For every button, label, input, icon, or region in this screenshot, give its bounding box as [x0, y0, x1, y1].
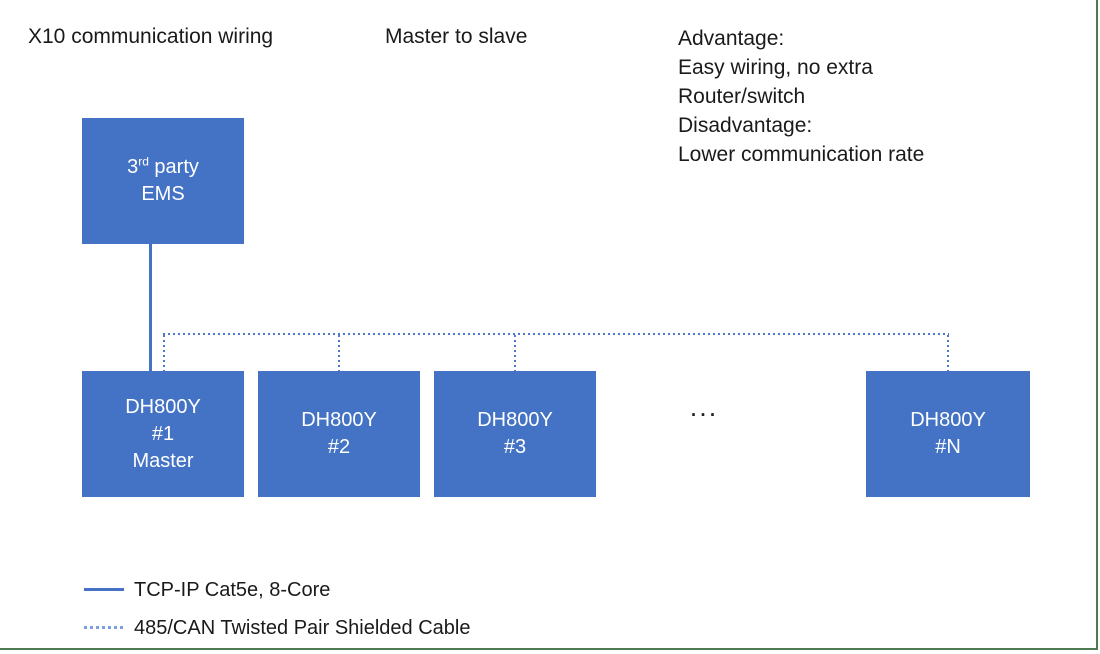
note-line-advantage-heading: Advantage:: [678, 27, 785, 50]
device-1-model: DH800Y: [125, 395, 201, 418]
note-line-advantage-text-1: Easy wiring, no extra: [678, 56, 873, 79]
frame-edge-bottom: [0, 648, 1098, 650]
tcp-ip-connector-line: [149, 244, 152, 371]
device-2-id: #2: [327, 436, 351, 458]
frame-edge-right: [1096, 0, 1098, 650]
device-node-2: DH800Y #2: [258, 371, 420, 497]
note-line-disadvantage-heading: Disadvantage:: [678, 114, 813, 137]
ems-ordinal-superscript: rd: [138, 154, 149, 169]
note-line-advantage-text-2: Router/switch: [678, 85, 806, 108]
legend-solid-line-swatch: [84, 588, 124, 591]
device-1-id: #1: [151, 422, 175, 445]
legend-solid-line-label: TCP-IP Cat5e, 8-Core: [134, 579, 331, 601]
rs485-drop-device-1: [163, 335, 165, 371]
device-3-id: #3: [503, 436, 527, 458]
rs485-drop-device-3: [514, 335, 516, 371]
device-n-model: DH800Y: [910, 409, 986, 431]
device-n-id: #N: [935, 436, 961, 458]
ems-node-label-line1: 3rd party: [127, 154, 199, 178]
device-node-1: DH800Y #1 Master: [82, 371, 244, 497]
diagram-subtitle: Master to slave: [385, 25, 528, 48]
device-node-3: DH800Y #3: [434, 371, 596, 497]
device-1-role: Master: [132, 449, 194, 472]
legend-dotted-line-swatch: [84, 626, 126, 629]
device-node-n: DH800Y #N: [866, 371, 1030, 497]
legend-dotted-line-label: 485/CAN Twisted Pair Shielded Cable: [134, 617, 471, 639]
device-3-model: DH800Y: [477, 409, 553, 431]
rs485-drop-device-n: [947, 335, 949, 371]
diagram-title: X10 communication wiring: [28, 25, 274, 48]
notes-block: Advantage: Easy wiring, no extra Router/…: [678, 24, 924, 169]
ems-node-label-line2: EMS: [141, 183, 185, 205]
devices-ellipsis: ...: [689, 392, 719, 422]
ems-node: 3rd party EMS: [82, 118, 244, 244]
device-2-model: DH800Y: [301, 409, 377, 431]
rs485-bus-line: [163, 333, 949, 335]
note-line-disadvantage-text: Lower communication rate: [678, 143, 925, 166]
rs485-drop-device-2: [338, 335, 340, 371]
